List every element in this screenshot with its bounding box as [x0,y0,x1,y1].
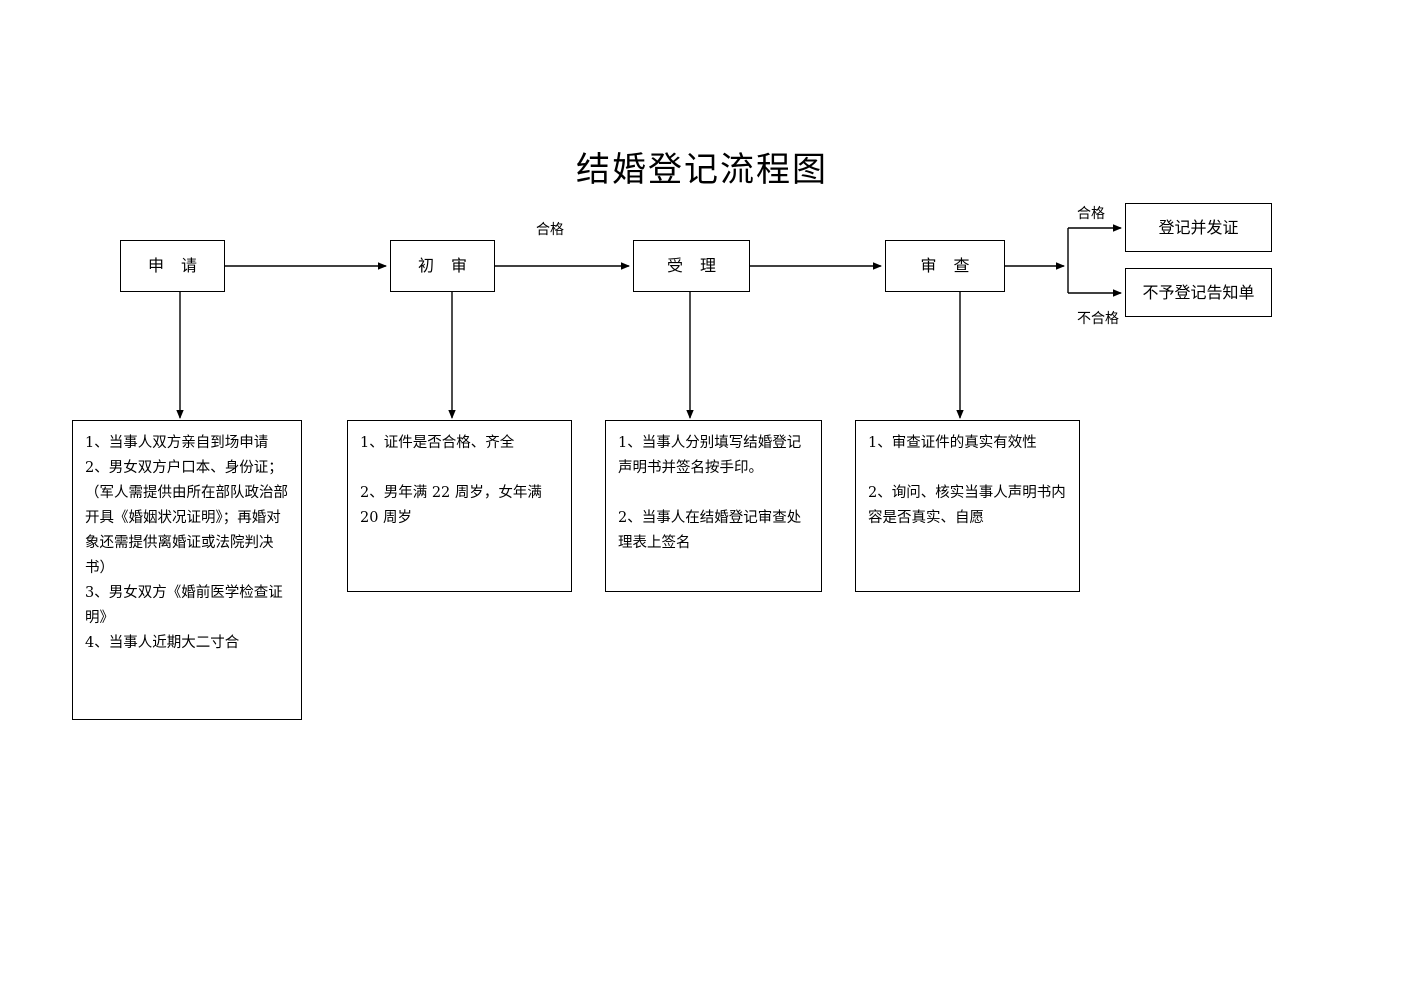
detail-line: 1、证件是否合格、齐全 [360,435,515,451]
edge-label-unqualified-branch: 不合格 [1077,311,1119,327]
detail-line: 3、男女双方《婚前医学检查证明》 [85,585,283,626]
outcome-box-refuse-notice[interactable]: 不予登记告知单 [1125,268,1272,317]
detail-line: 4、当事人近期大二寸合 [85,635,240,651]
detail-box-apply-details: 1、当事人双方亲自到场申请 2、男女双方户口本、身份证；（军人需提供由所在部队政… [72,420,302,720]
detail-line: 1、当事人分别填写结婚登记声明书并签名按手印。 [618,435,802,476]
detail-box-first-review-details: 1、证件是否合格、齐全 2、男年满 22 周岁，女年满 20 周岁 [347,420,572,592]
detail-line: 2、询问、核实当事人声明书内容是否真实、自愿 [868,485,1066,526]
process-box-apply[interactable]: 申 请 [120,240,225,292]
process-box-first-review[interactable]: 初 审 [390,240,495,292]
detail-box-examine-details: 1、审查证件的真实有效性 2、询问、核实当事人声明书内容是否真实、自愿 [855,420,1080,592]
detail-line: 2、男女双方户口本、身份证；（军人需提供由所在部队政治部开具《婚姻状况证明》；再… [85,460,288,576]
page-title: 结婚登记流程图 [576,150,828,190]
process-box-accept[interactable]: 受 理 [633,240,750,292]
edge-label-qualified-branch: 合格 [1077,206,1105,222]
detail-line: 1、审查证件的真实有效性 [868,435,1037,451]
process-box-examine[interactable]: 审 查 [885,240,1005,292]
edge-label-qualified-mid: 合格 [536,222,564,238]
detail-line: 2、当事人在结婚登记审查处理表上签名 [618,510,802,551]
detail-line: 1、当事人双方亲自到场申请 [85,435,269,451]
detail-box-accept-details: 1、当事人分别填写结婚登记声明书并签名按手印。 2、当事人在结婚登记审查处理表上… [605,420,822,592]
outcome-box-register-issue[interactable]: 登记并发证 [1125,203,1272,252]
detail-line: 2、男年满 22 周岁，女年满 20 周岁 [360,485,542,526]
